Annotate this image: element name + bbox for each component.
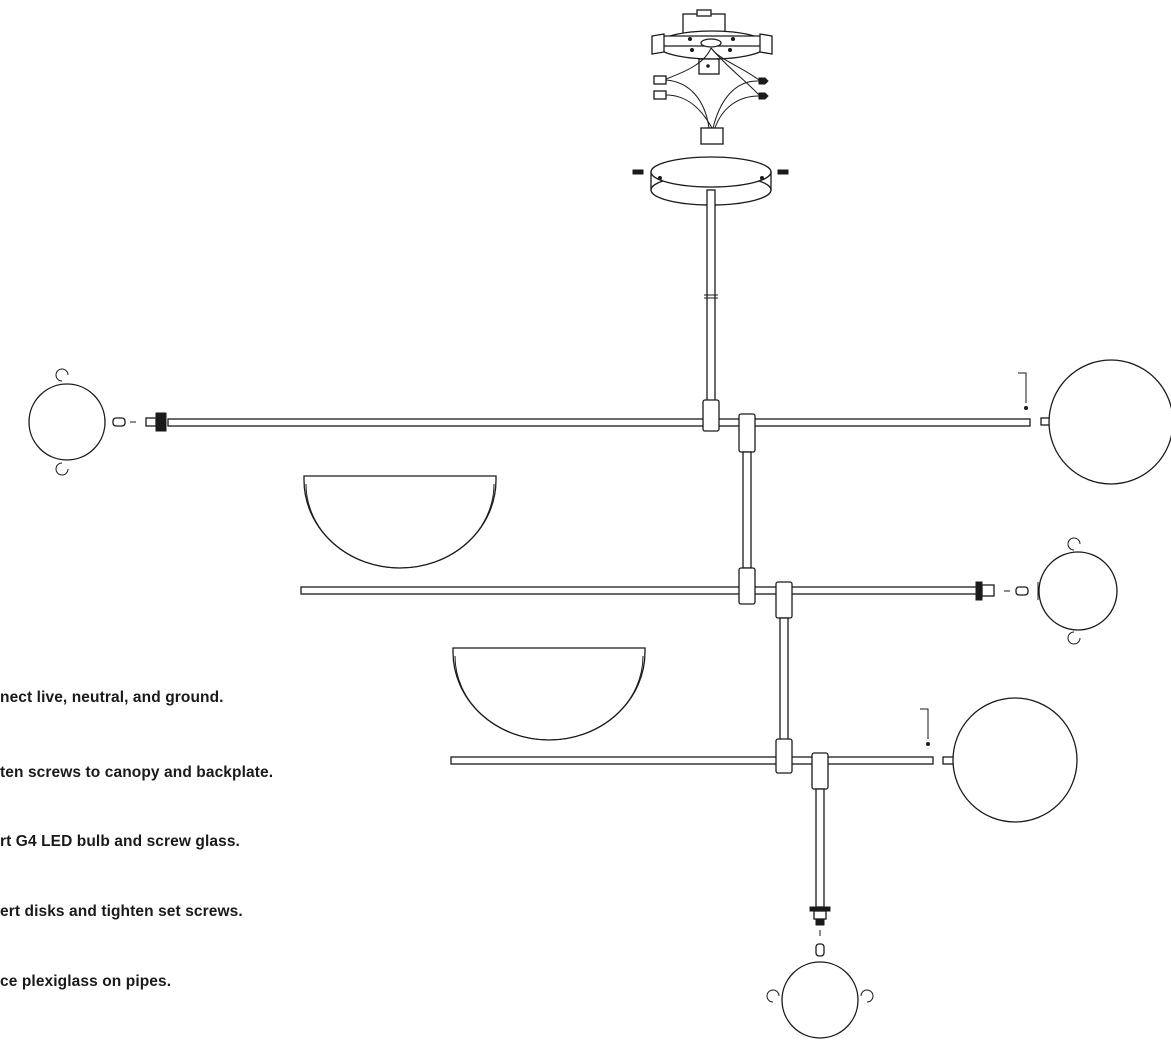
plexiglass-half-disk-lower [452, 647, 646, 741]
mounting-bracket [651, 9, 773, 75]
lower-arm [450, 738, 934, 908]
canopy [632, 156, 789, 206]
top-arm [167, 399, 1031, 569]
globe-lower-right [920, 697, 1078, 823]
globe-middle-right [975, 537, 1118, 645]
globe-top-right [1018, 359, 1171, 485]
globe-top-left [28, 368, 167, 476]
main-rod [704, 189, 718, 403]
wiring-connectors [653, 47, 769, 145]
globe-bottom [766, 906, 874, 1039]
plexiglass-half-disk-top [303, 475, 497, 569]
